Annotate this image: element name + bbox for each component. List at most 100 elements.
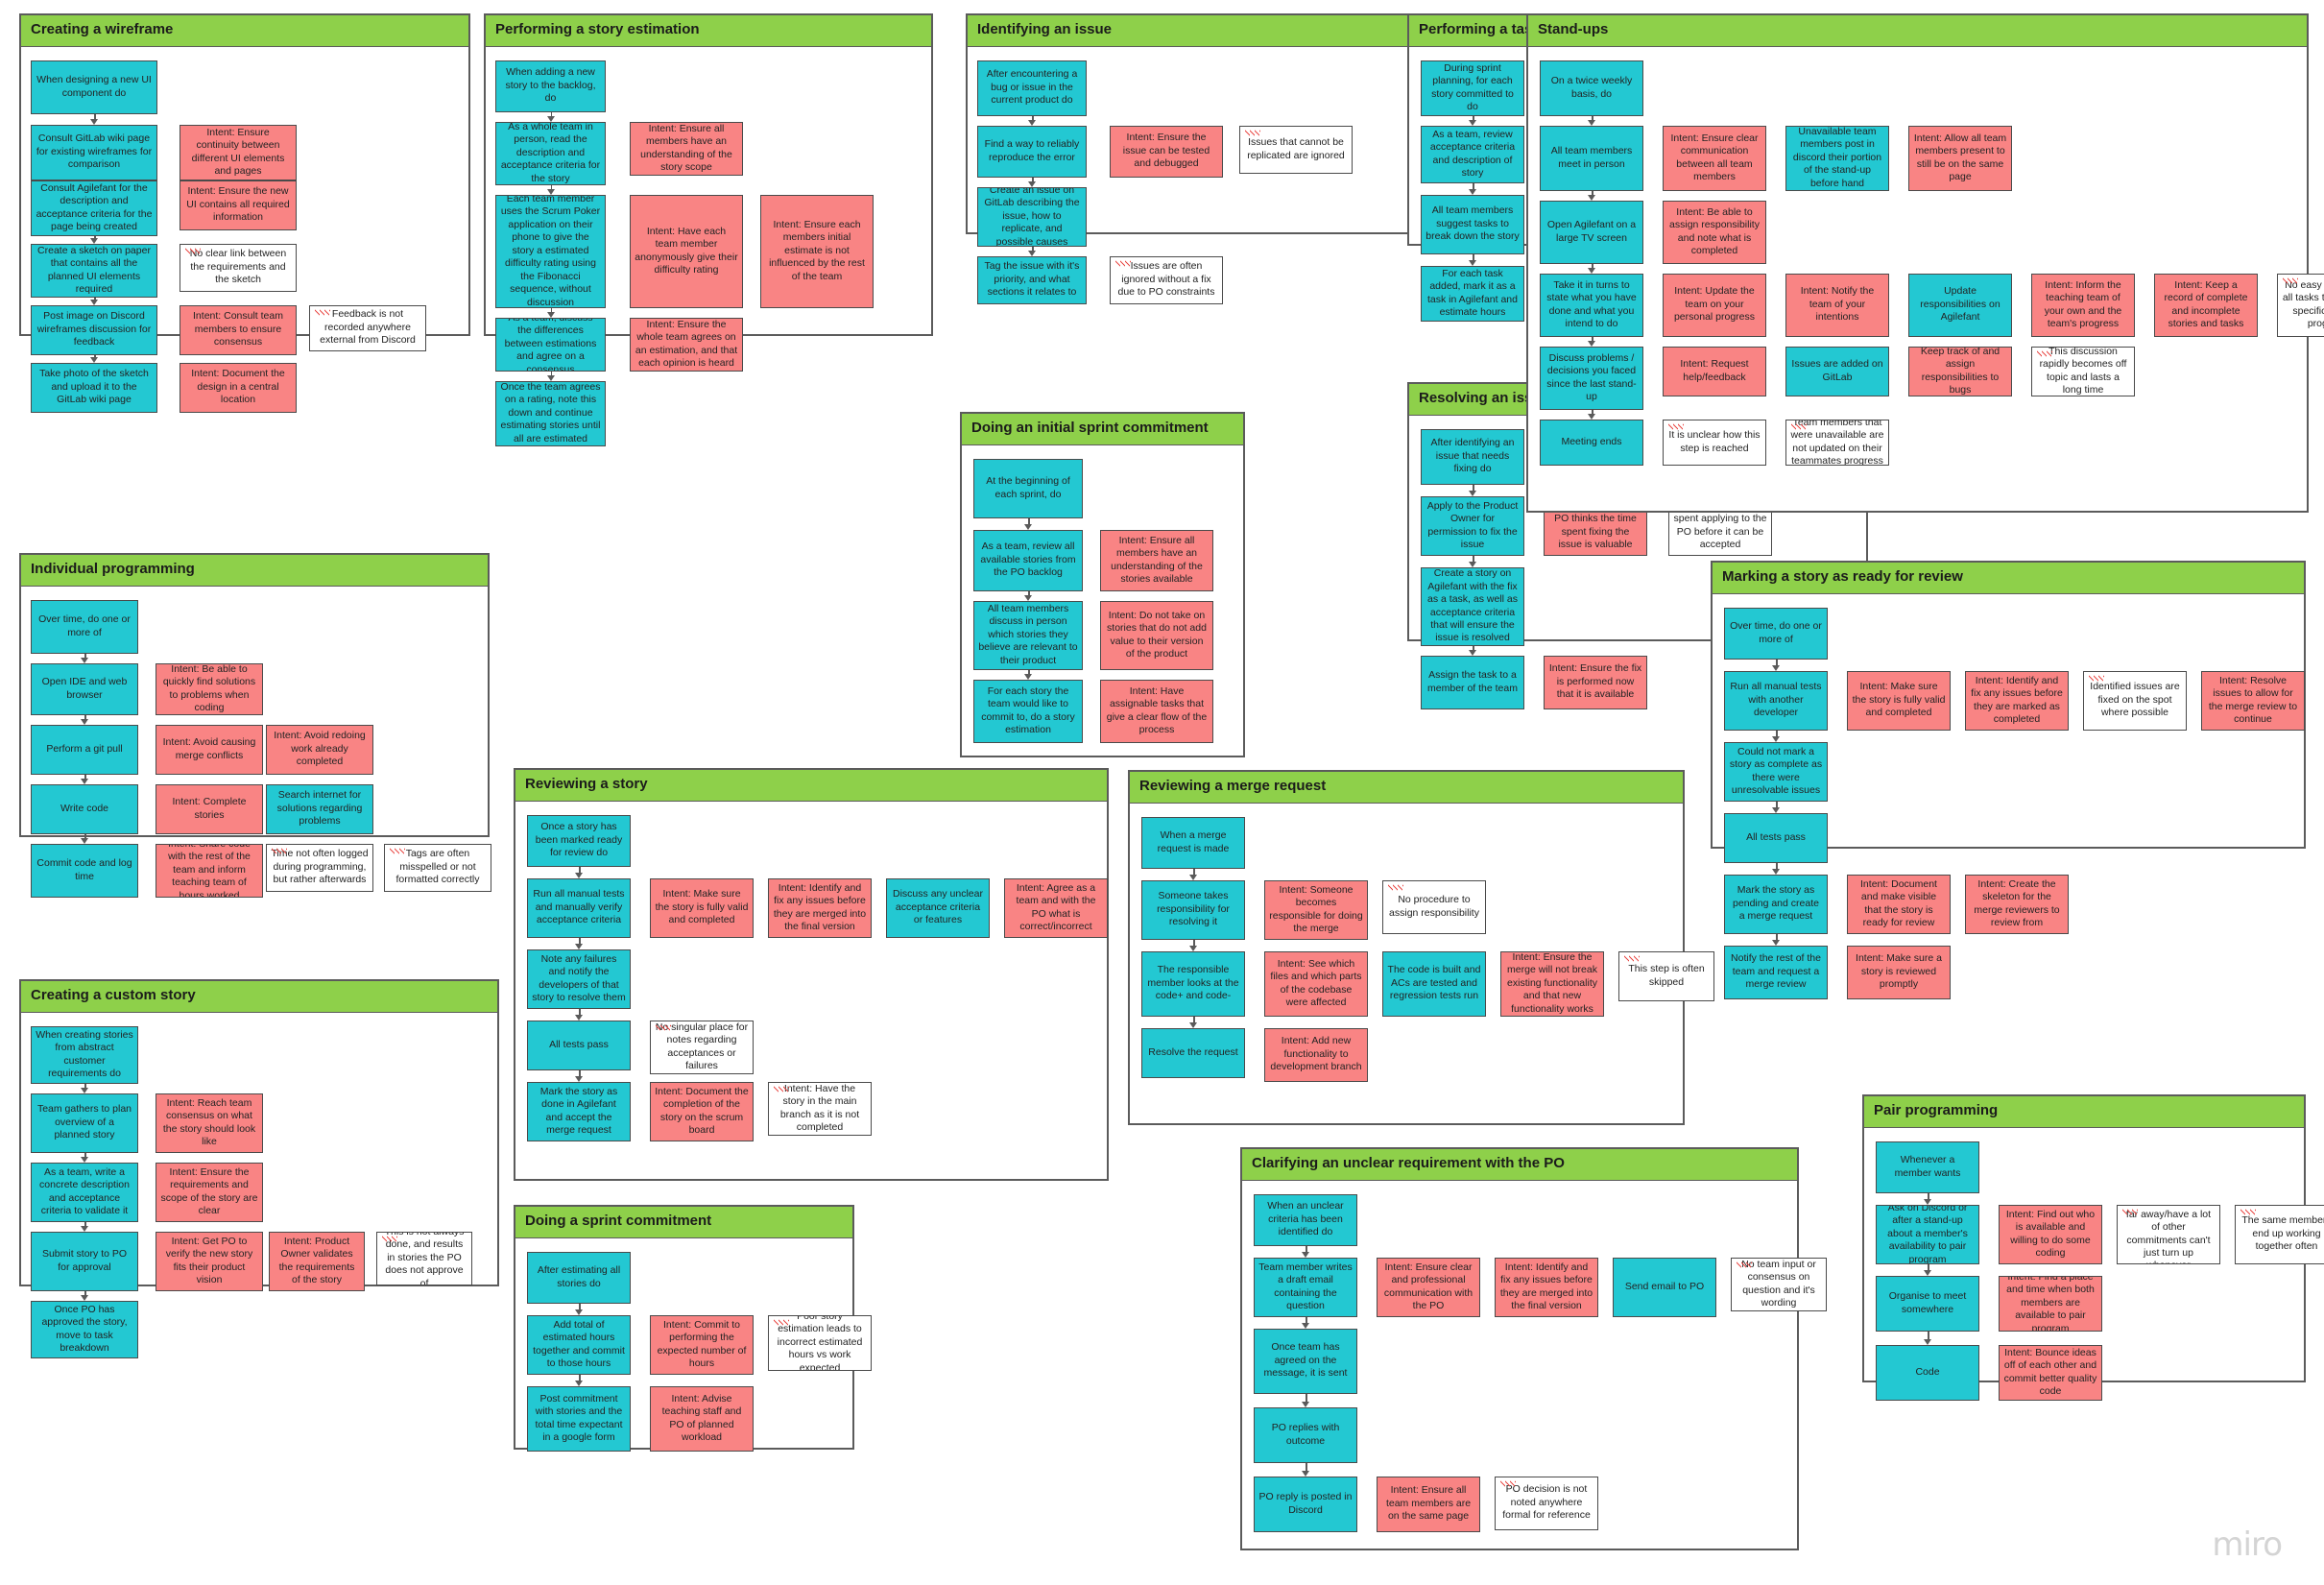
intent-card[interactable]: Intent: Identify and fix any issues befo… — [768, 877, 872, 938]
action-card[interactable]: On a twice weekly basis, do — [1540, 60, 1643, 116]
breakdown-note-card[interactable]: Issues are often ignored without a fix d… — [1110, 255, 1223, 304]
action-card[interactable]: All team members discuss in person which… — [973, 600, 1083, 670]
intent-card[interactable]: Intent: Find a place and time when both … — [1999, 1275, 2102, 1332]
action-card[interactable]: For each task added, mark it as a task i… — [1421, 265, 1524, 322]
intent-card[interactable]: Intent: Agree as a team and with the PO … — [1004, 877, 1108, 938]
action-card[interactable]: Add total of estimated hours together an… — [527, 1314, 631, 1375]
breakdown-note-card[interactable]: No singular place for notes regarding ac… — [650, 1020, 754, 1074]
action-card[interactable]: Run all manual tests with another develo… — [1724, 670, 1828, 731]
breakdown-note-card[interactable]: No procedure to assign responsibility — [1382, 879, 1486, 934]
breakdown-note-card[interactable]: It is unclear how this step is reached — [1663, 419, 1766, 466]
intent-card[interactable]: Keep track of and assign responsibilitie… — [1908, 346, 2012, 396]
action-card[interactable]: As a team, review acceptance criteria an… — [1421, 125, 1524, 183]
breakdown-note-card[interactable]: PO decision is not noted anywhere formal… — [1495, 1476, 1598, 1530]
intent-card[interactable]: Intent: Resolve issues to allow for the … — [2201, 670, 2305, 731]
action-card[interactable]: Open Agilefant on a large TV screen — [1540, 200, 1643, 264]
action-card[interactable]: Notify the rest of the team and request … — [1724, 945, 1828, 999]
intent-card[interactable]: Intent: Bounce ideas off of each other a… — [1999, 1344, 2102, 1401]
intent-card[interactable]: Intent: Ensure the requirements and scop… — [156, 1162, 263, 1222]
action-card[interactable]: Apply to the Product Owner for permissio… — [1421, 495, 1524, 556]
action-card[interactable]: Commit code and log time — [31, 843, 138, 898]
intent-card[interactable]: Intent: Ensure continuity between differ… — [180, 124, 297, 180]
action-card[interactable]: Create a story on Agilefant with the fix… — [1421, 566, 1524, 646]
breakdown-note-card[interactable]: This discussion rapidly becomes off topi… — [2031, 346, 2135, 396]
breakdown-note-card[interactable]: No clear link between the requirements a… — [180, 243, 297, 292]
intent-card[interactable]: Intent: Allow all team members present t… — [1908, 125, 2012, 191]
action-card[interactable]: Meeting ends — [1540, 419, 1643, 466]
action-card[interactable]: Create a sketch on paper that contains a… — [31, 243, 157, 298]
breakdown-note-card[interactable]: Team members that were unavailable are n… — [1785, 419, 1889, 466]
intent-card[interactable]: Intent: Document the design in a central… — [180, 362, 297, 413]
breakdown-note-card[interactable]: Tags are often misspelled or not formatt… — [384, 843, 491, 892]
action-card[interactable]: Consult Agilefant for the description an… — [31, 180, 157, 236]
action-card[interactable]: During sprint planning, for each story c… — [1421, 60, 1524, 116]
action-card[interactable]: Issues are added on GitLab — [1785, 346, 1889, 396]
action-card[interactable]: When an unclear criteria has been identi… — [1254, 1193, 1357, 1246]
action-card[interactable]: Send email to PO — [1613, 1257, 1716, 1317]
intent-card[interactable]: Intent: Have assignable tasks that give … — [1100, 679, 1213, 743]
action-card[interactable]: Create an issue on GitLab describing the… — [977, 186, 1087, 247]
intent-card[interactable]: Intent: Document and make visible that t… — [1847, 874, 1951, 934]
action-card[interactable]: Once a story has been marked ready for r… — [527, 814, 631, 867]
breakdown-note-card[interactable]: This step is often skipped — [1618, 950, 1714, 1001]
intent-card[interactable]: Intent: Ensure all members have an under… — [1100, 529, 1213, 591]
action-card[interactable]: Code — [1876, 1344, 1979, 1401]
action-card[interactable]: Consult GitLab wiki page for existing wi… — [31, 124, 157, 180]
intent-card[interactable]: Intent: Ensure each members initial esti… — [760, 194, 874, 308]
action-card[interactable]: Assign the task to a member of the team — [1421, 655, 1524, 709]
intent-card[interactable]: Intent: Be able to quickly find solution… — [156, 662, 263, 715]
action-card[interactable]: Over time, do one or more of — [1724, 607, 1828, 660]
action-card[interactable]: Over time, do one or more of — [31, 599, 138, 654]
action-card[interactable]: PO replies with outcome — [1254, 1406, 1357, 1463]
intent-card[interactable]: Intent: Ensure clear communication betwe… — [1663, 125, 1766, 191]
action-card[interactable]: Could not mark a story as complete as th… — [1724, 741, 1828, 802]
action-card[interactable]: Submit story to PO for approval — [31, 1231, 138, 1291]
action-card[interactable]: Post commitment with stories and the tot… — [527, 1385, 631, 1452]
action-card[interactable]: For each story the team would like to co… — [973, 679, 1083, 743]
action-card[interactable]: Open IDE and web browser — [31, 662, 138, 715]
action-card[interactable]: Unavailable team members post in discord… — [1785, 125, 1889, 191]
action-card[interactable]: Someone takes responsibility for resolvi… — [1141, 879, 1245, 940]
action-card[interactable]: All tests pass — [527, 1020, 631, 1070]
breakdown-note-card[interactable]: No team input or consensus on question a… — [1731, 1257, 1827, 1311]
intent-card[interactable]: Intent: Get PO to verify the new story f… — [156, 1231, 263, 1291]
intent-card[interactable]: Intent: Ensure the merge will not break … — [1500, 950, 1604, 1017]
intent-card[interactable]: Intent: Document the completion of the s… — [650, 1081, 754, 1141]
action-card[interactable]: All team members meet in person — [1540, 125, 1643, 191]
action-card[interactable]: Resolve the request — [1141, 1027, 1245, 1078]
intent-card[interactable]: Intent: Have each team member anonymousl… — [630, 194, 743, 308]
intent-card[interactable]: Intent: Make sure a story is reviewed pr… — [1847, 945, 1951, 999]
intent-card[interactable]: Intent: Avoid redoing work already compl… — [266, 724, 373, 775]
action-card[interactable]: Whenever a member wants — [1876, 1141, 1979, 1193]
action-card[interactable]: As a team, review all available stories … — [973, 529, 1083, 591]
action-card[interactable]: Find a way to reliably reproduce the err… — [977, 125, 1087, 178]
intent-card[interactable]: Intent: Advise teaching staff and PO of … — [650, 1385, 754, 1452]
action-card[interactable]: Once team has agreed on the message, it … — [1254, 1328, 1357, 1394]
action-card[interactable]: Once the team agrees on a rating, note t… — [495, 380, 606, 446]
intent-card[interactable]: Intent: See which files and which parts … — [1264, 950, 1368, 1017]
action-card[interactable]: After identifying an issue that needs fi… — [1421, 428, 1524, 485]
intent-card[interactable]: Intent: Make sure the story is fully val… — [650, 877, 754, 938]
intent-card[interactable]: Intent: Add new functionality to develop… — [1264, 1027, 1368, 1082]
action-card[interactable]: Write code — [31, 783, 138, 834]
intent-card[interactable]: Intent: Ensure the fix is performed now … — [1544, 655, 1647, 709]
intent-card[interactable]: Intent: Ensure all team members are on t… — [1377, 1476, 1480, 1532]
intent-card[interactable]: Intent: Complete stories — [156, 783, 263, 834]
action-card[interactable]: Ask on Discord or after a stand-up about… — [1876, 1204, 1979, 1264]
intent-card[interactable]: Intent: Ensure clear and professional co… — [1377, 1257, 1480, 1317]
action-card[interactable]: As a team, discuss the differences betwe… — [495, 317, 606, 372]
breakdown-note-card[interactable]: Members who live far away/have a lot of … — [2117, 1204, 2220, 1264]
intent-card[interactable]: Intent: Create the skeleton for the merg… — [1965, 874, 2069, 934]
intent-card[interactable]: Intent: Consult team members to ensure c… — [180, 304, 297, 355]
intent-card[interactable]: Intent: Ensure the new UI contains all r… — [180, 180, 297, 230]
action-card[interactable]: Take photo of the sketch and upload it t… — [31, 362, 157, 413]
